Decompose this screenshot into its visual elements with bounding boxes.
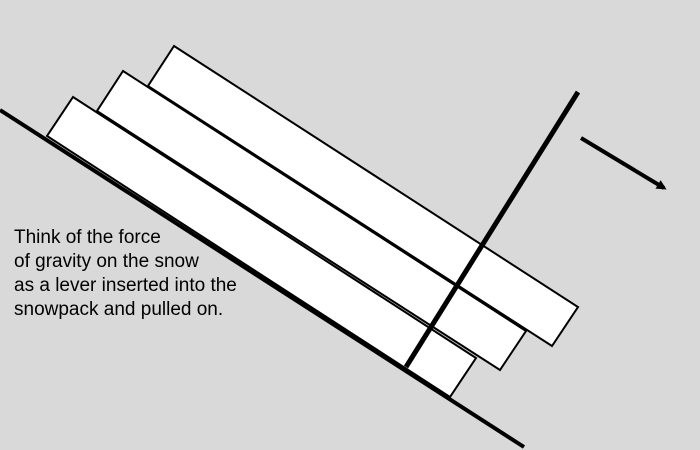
caption-line-4: snowpack and pulled on. — [14, 299, 224, 320]
caption-line-2: of gravity on the snow — [14, 251, 199, 272]
caption-line-3: as a lever inserted into the — [14, 275, 237, 296]
slab-layer-top — [146, 44, 580, 348]
slab-layer-bottom — [45, 95, 478, 399]
slope-surface — [0, 108, 526, 449]
caption-line-1: Think of the force — [14, 227, 161, 248]
lever-bar — [403, 90, 581, 369]
diagram-caption: Think of the force of gravity on the sno… — [14, 226, 274, 322]
pull-direction-arrow — [579, 136, 667, 190]
slab-layer-middle — [95, 69, 528, 372]
